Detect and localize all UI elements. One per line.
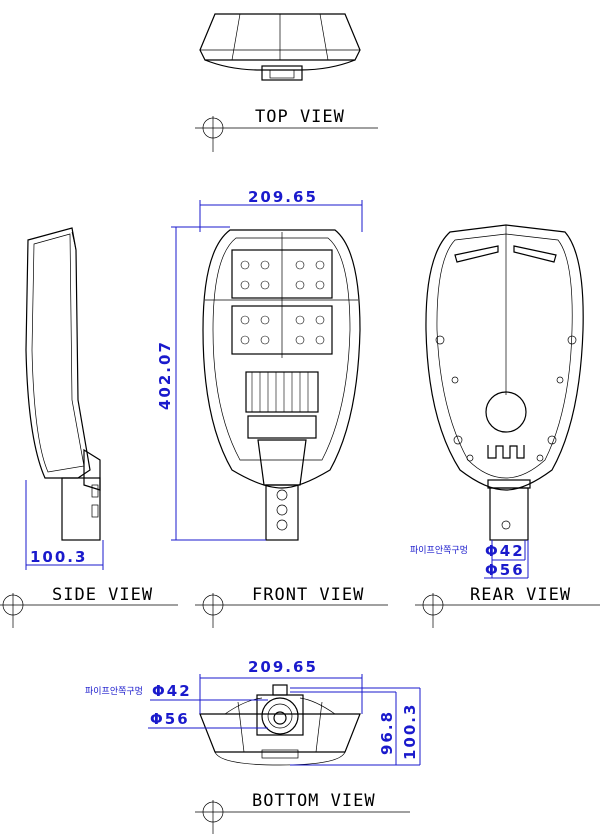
rear-pipe-inner-dimension: Φ42	[485, 542, 525, 560]
front-view-drawing	[202, 229, 361, 541]
bottom-height-inner-dimension: 96.8	[378, 710, 396, 755]
front-width-dimension: 209.65	[248, 188, 318, 206]
bottom-pipe-inner-label: 파이프안쪽구멍	[85, 686, 143, 697]
side-view-drawing	[25, 227, 101, 541]
top-view-drawing	[199, 13, 361, 81]
view-symbol-icon	[195, 800, 410, 834]
side-depth-dimension: 100.3	[30, 548, 87, 566]
rear-view-drawing	[425, 224, 584, 541]
bottom-pipe-outer-dimension: Φ56	[150, 710, 190, 728]
view-symbol-icon	[0, 593, 178, 628]
rear-view-label: REAR VIEW	[470, 585, 571, 605]
view-symbol-icon	[195, 593, 388, 628]
front-view-label: FRONT VIEW	[252, 585, 364, 605]
side-view-label: SIDE VIEW	[52, 585, 153, 605]
view-symbol-icon	[415, 593, 600, 628]
view-symbol-icon	[195, 116, 378, 152]
rear-pipe-inner-label: 파이프안쪽구멍	[410, 545, 468, 556]
top-view-label: TOP VIEW	[255, 107, 345, 127]
rear-pipe-outer-dimension: Φ56	[485, 561, 525, 579]
bottom-view-drawing	[199, 684, 361, 766]
bottom-pipe-inner-dimension: Φ42	[152, 682, 192, 700]
bottom-width-dimension: 209.65	[248, 658, 318, 676]
bottom-height-outer-dimension: 100.3	[401, 703, 419, 760]
bottom-view-label: BOTTOM VIEW	[252, 791, 376, 811]
front-height-dimension: 402.07	[156, 340, 174, 410]
